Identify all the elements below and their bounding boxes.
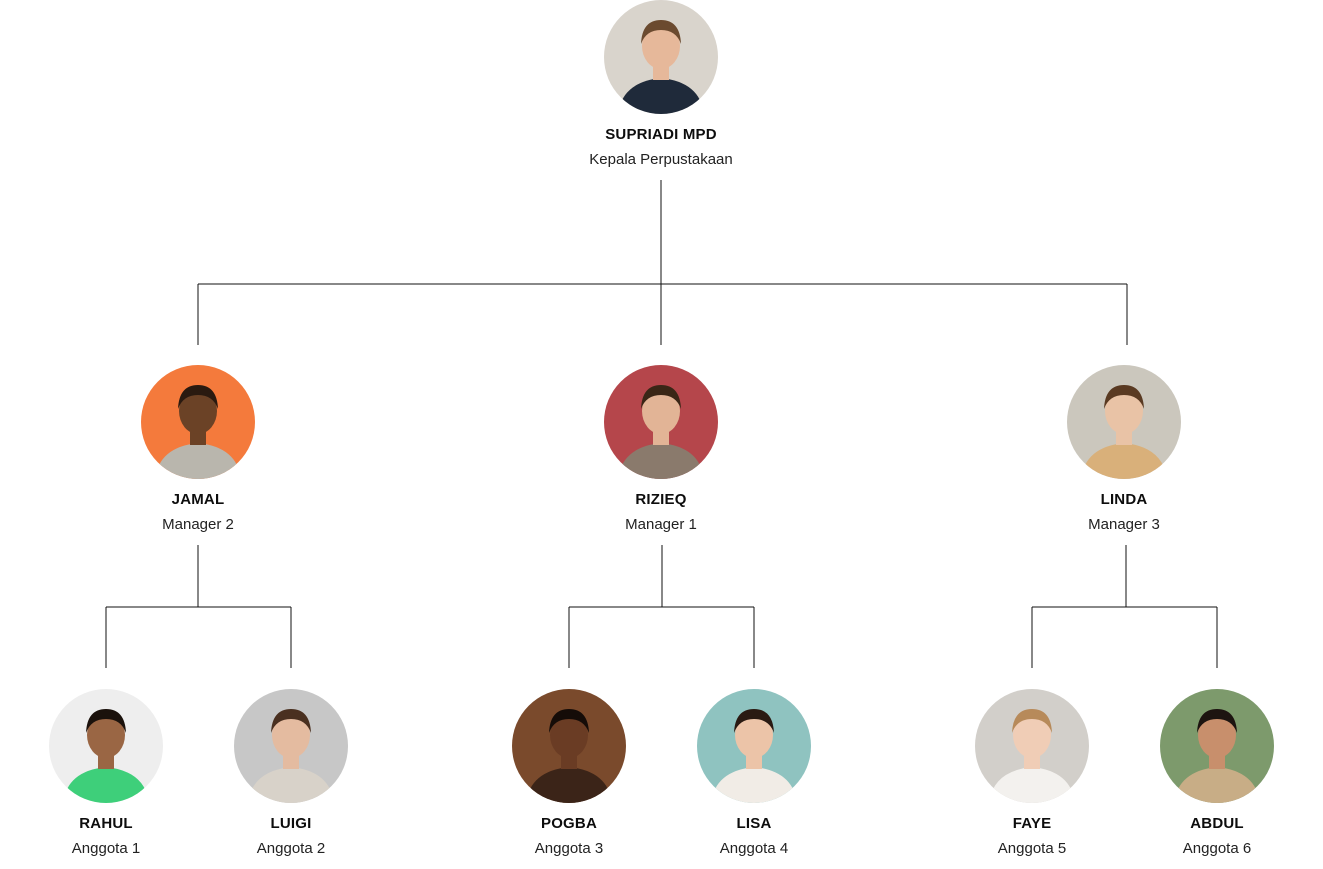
node-member[interactable]: RAHUL Anggota 1 (6, 689, 206, 857)
node-role: Anggota 2 (256, 840, 326, 857)
avatar (512, 689, 626, 803)
node-name: JAMAL (171, 491, 225, 508)
node-name: RAHUL (79, 815, 133, 832)
node-role: Manager 3 (1088, 516, 1160, 533)
node-manager[interactable]: LINDA Manager 3 (1024, 365, 1224, 533)
node-role: Anggota 1 (71, 840, 141, 857)
node-role: Manager 1 (625, 516, 697, 533)
avatar (141, 365, 255, 479)
node-role: Kepala Perpustakaan (589, 151, 733, 168)
node-role: Anggota 6 (1182, 840, 1252, 857)
avatar (234, 689, 348, 803)
avatar (975, 689, 1089, 803)
node-role: Anggota 4 (719, 840, 789, 857)
avatar (604, 0, 718, 114)
node-role: Anggota 3 (534, 840, 604, 857)
node-head[interactable]: SUPRIADI MPD Kepala Perpustakaan (561, 0, 761, 168)
node-member[interactable]: POGBA Anggota 3 (469, 689, 669, 857)
node-role: Anggota 5 (997, 840, 1067, 857)
node-manager[interactable]: RIZIEQ Manager 1 (561, 365, 761, 533)
node-name: ABDUL (1190, 815, 1244, 832)
node-name: LISA (736, 815, 772, 832)
node-manager[interactable]: JAMAL Manager 2 (98, 365, 298, 533)
avatar (49, 689, 163, 803)
node-name: POGBA (540, 815, 597, 832)
node-member[interactable]: LISA Anggota 4 (654, 689, 854, 857)
node-member[interactable]: LUIGI Anggota 2 (191, 689, 391, 857)
node-name: LUIGI (270, 815, 312, 832)
avatar (604, 365, 718, 479)
node-name: FAYE (1012, 815, 1052, 832)
node-role: Manager 2 (162, 516, 234, 533)
avatar (1160, 689, 1274, 803)
node-name: LINDA (1100, 491, 1148, 508)
node-name: SUPRIADI MPD (605, 126, 717, 143)
node-name: RIZIEQ (635, 491, 687, 508)
node-member[interactable]: FAYE Anggota 5 (932, 689, 1132, 857)
avatar (1067, 365, 1181, 479)
avatar (697, 689, 811, 803)
node-member[interactable]: ABDUL Anggota 6 (1117, 689, 1317, 857)
